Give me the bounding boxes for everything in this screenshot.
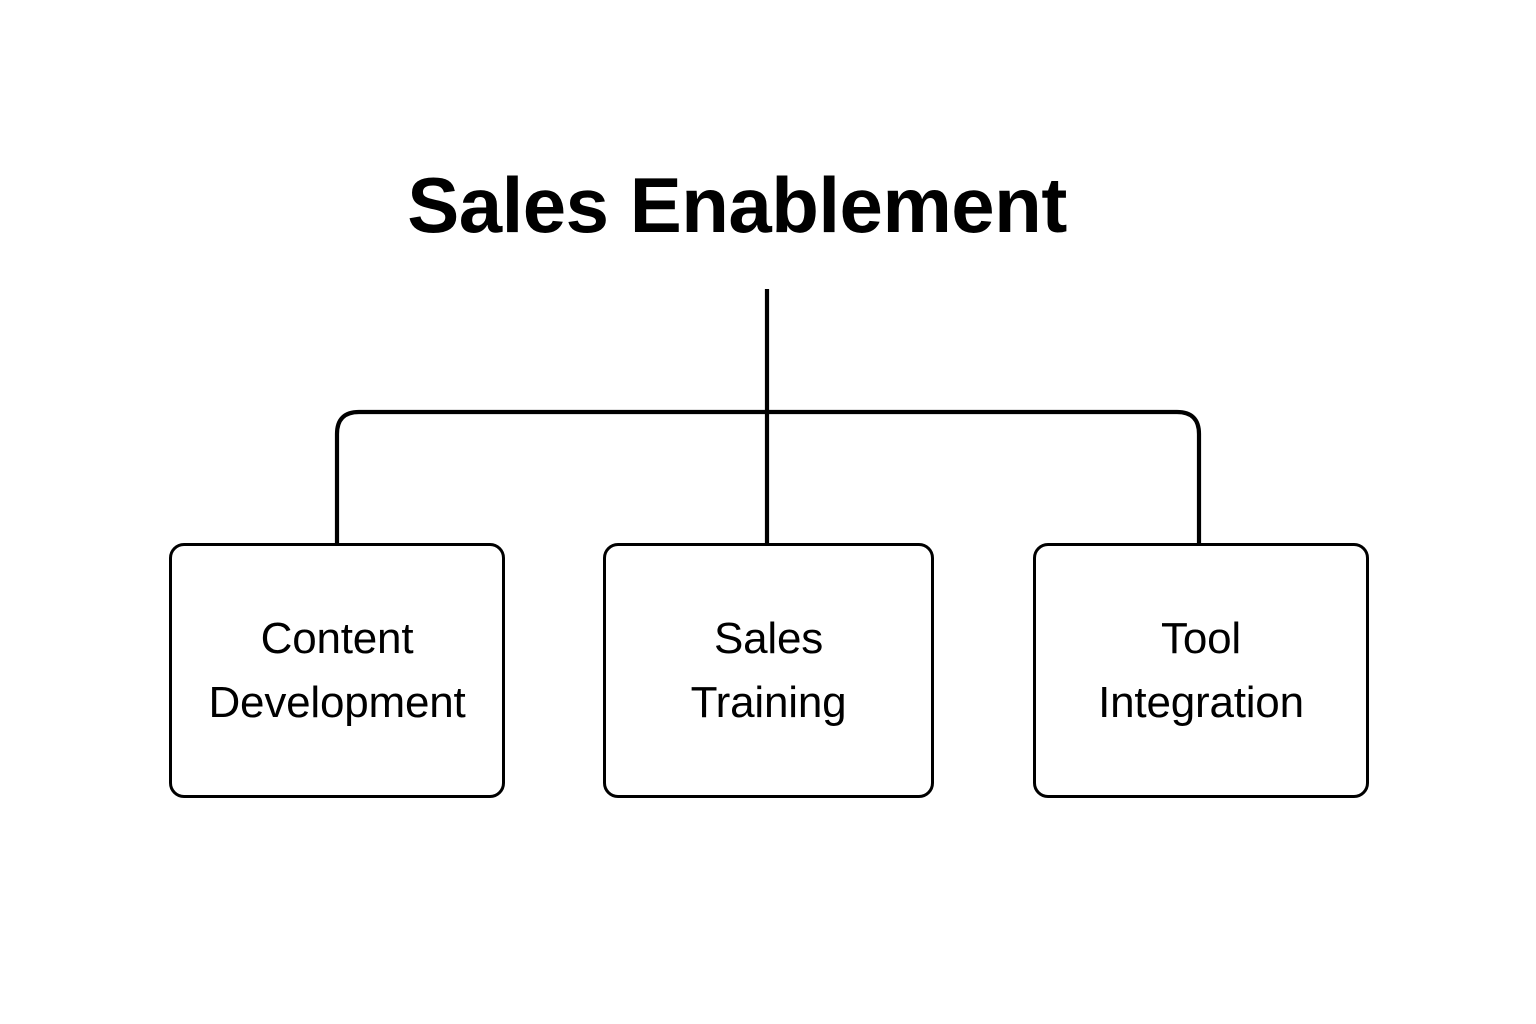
node-label: Sales Training	[690, 613, 847, 727]
node-label: Content Development	[208, 613, 466, 727]
edge-root-to-tool-integration	[767, 409, 1202, 543]
node-label: Tool Integration	[1098, 613, 1304, 727]
node-tool-integration[interactable]: Tool Integration	[1033, 543, 1369, 798]
edge-root-to-content-development	[334, 409, 767, 543]
diagram-title: Sales Enablement	[407, 161, 1067, 249]
node-content-development[interactable]: Content Development	[169, 543, 505, 798]
node-sales-training[interactable]: Sales Training	[603, 543, 934, 798]
